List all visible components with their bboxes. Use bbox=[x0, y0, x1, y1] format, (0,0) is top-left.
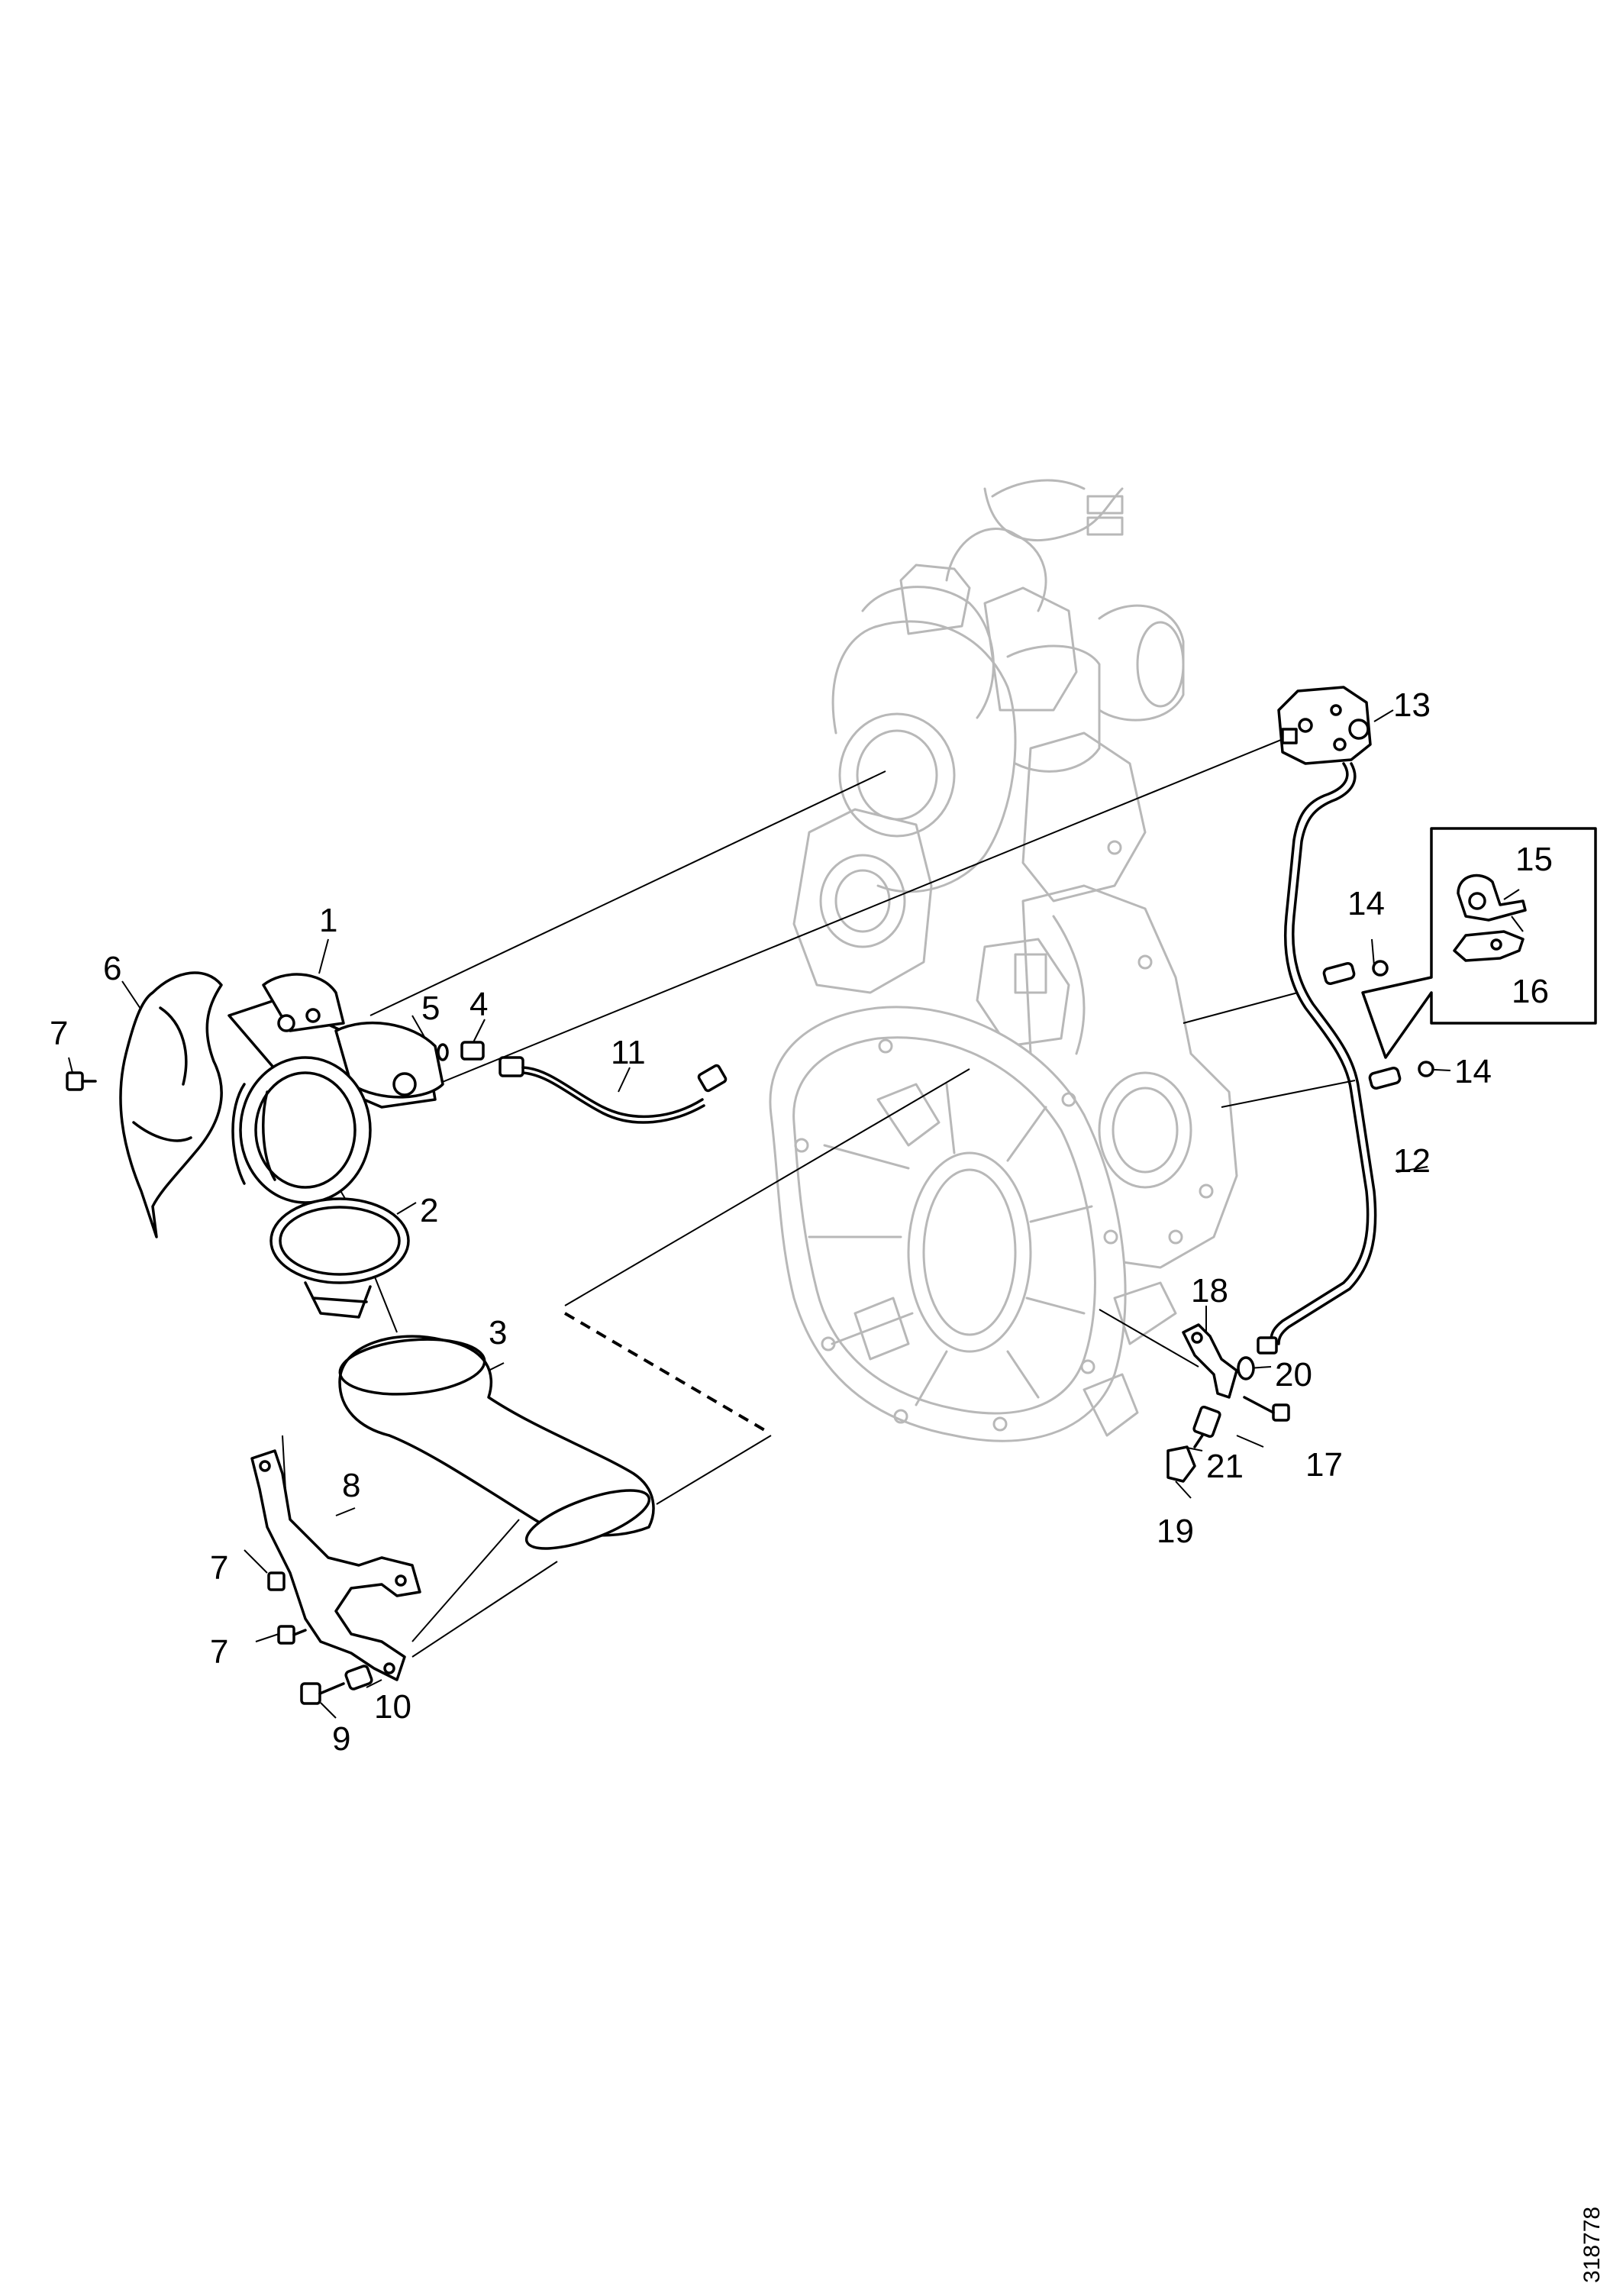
spacer-10-part bbox=[344, 1665, 373, 1691]
intake-pipe-part bbox=[338, 1335, 655, 1550]
pipe-clip-upper-part bbox=[1322, 960, 1389, 985]
connector-21-part bbox=[1192, 1405, 1221, 1448]
bolt-7-left bbox=[66, 1071, 97, 1091]
union-fitting-part bbox=[460, 1041, 485, 1061]
valve-assembly-part bbox=[227, 973, 444, 1204]
callout-20: 20 bbox=[1275, 1356, 1312, 1393]
callout-19: 19 bbox=[1157, 1513, 1194, 1550]
callout-16: 16 bbox=[1512, 973, 1549, 1010]
rigid-pipe-part bbox=[1257, 762, 1377, 1355]
p-clip-15-part bbox=[1457, 874, 1527, 922]
callout-3: 3 bbox=[489, 1314, 507, 1351]
document-number: 318778 bbox=[1579, 2207, 1605, 2283]
callout-7-bracket-lower: 7 bbox=[210, 1633, 228, 1671]
bracket-18-part bbox=[1182, 1323, 1238, 1399]
pipe-clip-lower-part bbox=[1368, 1061, 1434, 1090]
callout-7-left: 7 bbox=[50, 1015, 68, 1052]
callout-11: 11 bbox=[611, 1034, 646, 1071]
detail-inset-box bbox=[1361, 827, 1597, 1059]
band-clamp-part bbox=[269, 1197, 410, 1319]
engine-block-illustration bbox=[769, 479, 1238, 1442]
callout-labels: 1 2 3 4 5 6 7 7 7 8 9 10 11 12 13 14 14 … bbox=[50, 686, 1553, 1758]
callout-2: 2 bbox=[420, 1192, 438, 1229]
callout-9: 9 bbox=[332, 1720, 350, 1758]
callout-14-lower: 14 bbox=[1454, 1053, 1492, 1090]
nut-19-part bbox=[1166, 1445, 1196, 1483]
callout-14-upper: 14 bbox=[1347, 885, 1385, 922]
callout-13: 13 bbox=[1393, 686, 1431, 724]
callout-5: 5 bbox=[421, 990, 440, 1027]
callout-12: 12 bbox=[1393, 1142, 1431, 1180]
heat-shield-part bbox=[119, 971, 223, 1238]
mounting-bracket-part bbox=[250, 1449, 421, 1681]
callout-18: 18 bbox=[1191, 1272, 1228, 1309]
bolt-9-part bbox=[300, 1682, 345, 1705]
callout-6: 6 bbox=[103, 950, 121, 987]
callout-8: 8 bbox=[342, 1467, 360, 1504]
bolt-7-bracket-upper bbox=[267, 1571, 286, 1591]
bracket-16-part bbox=[1453, 930, 1525, 962]
callout-1: 1 bbox=[319, 902, 337, 939]
callout-4: 4 bbox=[469, 986, 488, 1023]
callout-15: 15 bbox=[1515, 841, 1553, 878]
bolt-7-bracket-lower bbox=[277, 1625, 307, 1645]
sealing-washer-part bbox=[437, 1043, 449, 1061]
bolt-17-part bbox=[1243, 1396, 1290, 1422]
callout-10: 10 bbox=[374, 1688, 411, 1726]
valve-block-part bbox=[1277, 686, 1372, 765]
callout-7-bracket-upper: 7 bbox=[210, 1549, 228, 1587]
callout-17: 17 bbox=[1305, 1446, 1343, 1484]
washer-20-part bbox=[1237, 1356, 1255, 1381]
flexible-hose-part bbox=[499, 1056, 728, 1124]
callout-21: 21 bbox=[1206, 1448, 1244, 1485]
